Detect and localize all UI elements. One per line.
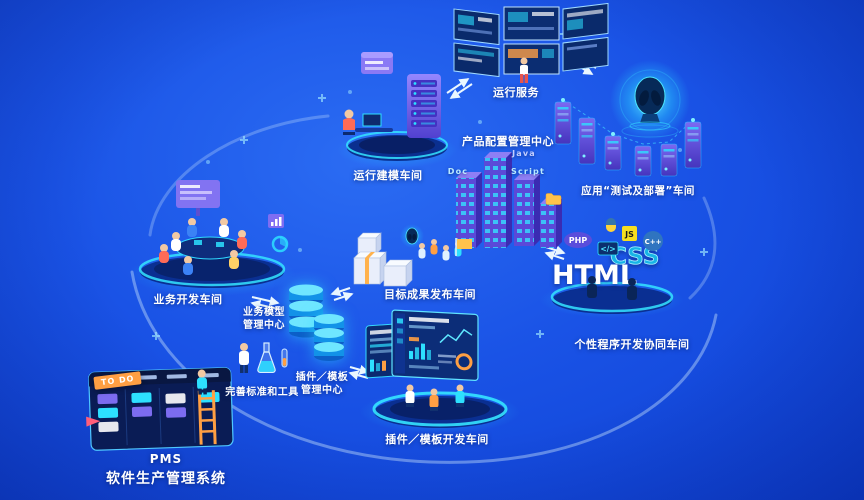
doc-tag: Doc [447,167,469,176]
run-service-label: 运行服务 [493,86,539,99]
java-tag: Java [512,149,536,158]
run-modeling-node [335,52,460,168]
js-badge-icon: JS [622,226,637,241]
plugin-dev-node [360,306,520,434]
test-deploy-node [545,52,710,182]
team-member-icon [187,218,197,237]
pennant-icon [86,416,101,427]
folder-icon [545,193,562,205]
product-config-node [452,146,567,254]
worker-icon [196,369,208,395]
alien-icon [621,76,679,138]
code-badge-icon: </> [597,241,619,256]
pms-subtitle: 软件生产管理系统 [106,471,226,487]
person-icon [520,57,528,83]
business-dev-label: 业务开发车间 [153,293,223,306]
run-modeling-label: 运行建模车间 [353,169,423,182]
svg-text:PHP: PHP [569,236,588,245]
standards-label: 完善标准和工具 [225,387,299,398]
laptop-icon [194,240,202,245]
plugin-mgmt-center-node [306,310,352,366]
server-cabinet-icon [407,74,441,138]
product-config-label: 产品配置管理中心 [462,135,554,148]
floating-window-icon [361,52,393,74]
team-member-icon [159,244,169,263]
presentation-screen-icon [176,180,220,216]
flag-icon [455,238,472,256]
business-model-center-label: 业务模型 管理中心 [243,307,285,331]
plugin-dev-label: 插件／模板开发车间 [385,433,489,446]
target-release-node [346,224,481,306]
team-member-icon [219,218,229,237]
business-dev-node [128,176,296,296]
database-icon [289,284,323,338]
person-at-desk-icon [343,109,393,135]
chart-icons [268,214,289,253]
ladder-icon [197,390,217,445]
target-release-label: 目标成果发布车间 [384,288,476,301]
scientist-icon [239,343,249,373]
run-service-node [452,2,612,85]
standards-node [234,337,294,387]
team-member-icon [429,388,439,411]
plugin-mgmt-center-label: 插件／模板 管理中心 [295,372,349,396]
audience-icons [418,239,462,261]
test-deploy-label: 应用“测试及部署”车间 [581,185,695,197]
team-member-icon [455,384,465,407]
css-wordmark: CSS [610,244,659,270]
business-model-center-node [283,280,329,342]
team-member-icon [405,384,415,407]
svg-text:JS: JS [624,230,634,239]
database-icon [314,314,344,361]
developer-silhouette-icon [587,276,637,300]
team-member-icon [183,256,193,275]
svg-text:C++: C++ [645,238,662,246]
monitor-wall-icon [453,2,609,78]
crates-icon [353,232,413,287]
python-icon [606,218,616,232]
alien-small-icon [400,224,424,248]
dashboard-screen-large-icon [391,309,479,381]
cpp-badge-icon: C++ [643,231,663,251]
server-towers-icon [456,152,562,248]
pms-title: PMS [149,452,183,466]
php-badge-icon: PHP [564,232,592,248]
custom-dev-node: CSS HTML PHP </> JS C++ [540,218,684,318]
custom-dev-label: 个性程序开发协同车间 [574,338,690,351]
flask-icon [257,342,276,373]
test-tube-icon [281,348,288,368]
server-racks-icon [554,98,702,177]
team-member-icon [237,230,247,249]
team-member-icon [171,232,181,251]
svg-text:</>: </> [600,245,615,254]
team-member-icon [229,250,239,269]
script-tag: Script [511,167,545,176]
laptop-icon [216,242,224,247]
